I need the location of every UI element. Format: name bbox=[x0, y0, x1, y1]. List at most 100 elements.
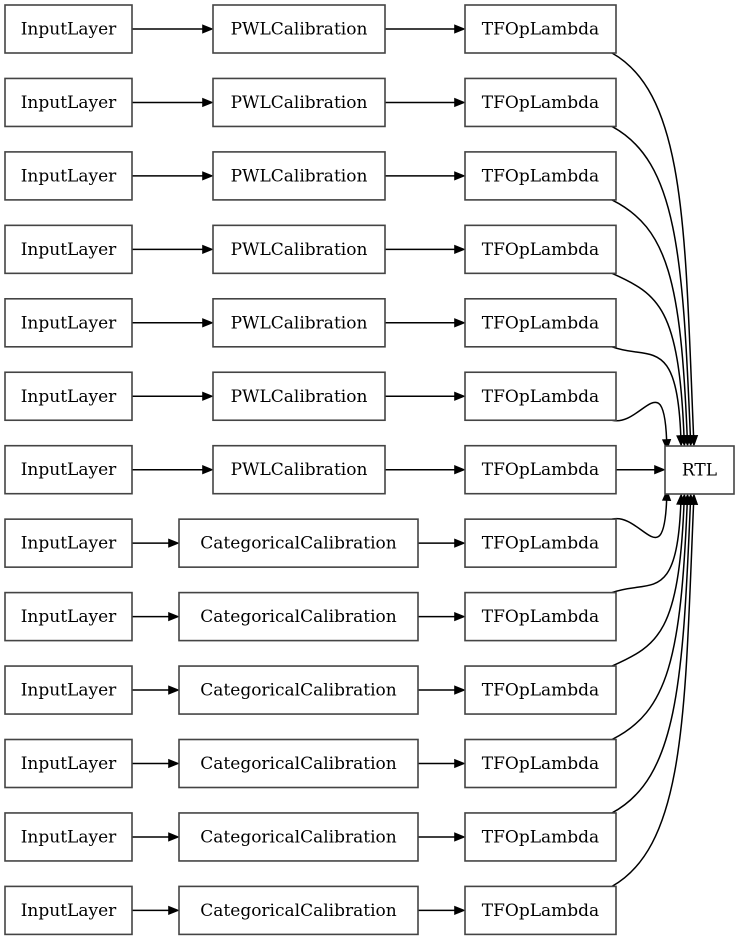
node-calibration-13-box[interactable] bbox=[178, 885, 419, 936]
edge-op-to-rtl-6[interactable] bbox=[611, 401, 672, 451]
node-tfoplambda-4[interactable]: TFOpLambda bbox=[464, 224, 617, 275]
edge-op-to-rtl-8[interactable] bbox=[611, 489, 672, 539]
node-calibration-3[interactable]: PWLCalibration bbox=[212, 151, 386, 201]
edge-input-to-calibration-7[interactable] bbox=[132, 465, 214, 475]
node-calibration-13[interactable]: CategoricalCalibration bbox=[178, 885, 419, 936]
node-calibration-7-box[interactable] bbox=[212, 444, 386, 495]
node-tfoplambda-11-box[interactable] bbox=[464, 738, 617, 789]
node-input-layer-9[interactable]: InputLayer bbox=[4, 591, 133, 642]
node-tfoplambda-12-box[interactable] bbox=[464, 812, 617, 862]
node-input-layer-7-box[interactable] bbox=[4, 444, 133, 495]
node-tfoplambda-11[interactable]: TFOpLambda bbox=[464, 738, 617, 789]
node-calibration-10[interactable]: CategoricalCalibration bbox=[178, 665, 419, 715]
node-tfoplambda-1-box[interactable] bbox=[464, 4, 617, 54]
node-calibration-8-box[interactable] bbox=[178, 518, 419, 568]
node-input-layer-1-box[interactable] bbox=[4, 4, 133, 54]
node-tfoplambda-13-box[interactable] bbox=[464, 885, 617, 936]
node-input-layer-4-box[interactable] bbox=[4, 224, 133, 275]
node-tfoplambda-9-box[interactable] bbox=[464, 591, 617, 642]
edge-op-to-rtl-6-hit[interactable] bbox=[612, 402, 667, 440]
node-calibration-12[interactable]: CategoricalCalibration bbox=[178, 812, 419, 862]
node-input-layer-8[interactable]: InputLayer bbox=[4, 518, 133, 568]
node-calibration-5-box[interactable] bbox=[212, 297, 386, 348]
node-tfoplambda-8[interactable]: TFOpLambda bbox=[464, 518, 617, 568]
node-calibration-6-box[interactable] bbox=[212, 371, 386, 422]
edge-input-to-calibration-11[interactable] bbox=[132, 758, 180, 769]
node-tfoplambda-4-box[interactable] bbox=[464, 224, 617, 275]
edge-input-to-calibration-1[interactable] bbox=[132, 24, 214, 34]
node-tfoplambda-13[interactable]: TFOpLambda bbox=[464, 885, 617, 936]
node-calibration-10-box[interactable] bbox=[178, 665, 419, 715]
node-tfoplambda-7-box[interactable] bbox=[464, 444, 617, 495]
node-tfoplambda-2-box[interactable] bbox=[464, 77, 617, 128]
node-input-layer-7[interactable]: InputLayer bbox=[4, 444, 133, 495]
edge-input-to-calibration-10[interactable] bbox=[132, 685, 180, 695]
node-tfoplambda-5-box[interactable] bbox=[464, 297, 617, 348]
node-input-layer-12-box[interactable] bbox=[4, 812, 133, 862]
node-calibration-3-box[interactable] bbox=[212, 151, 386, 201]
node-calibration-4-box[interactable] bbox=[212, 224, 386, 275]
node-tfoplambda-1[interactable]: TFOpLambda bbox=[464, 4, 617, 54]
node-calibration-5[interactable]: PWLCalibration bbox=[212, 297, 386, 348]
edge-input-to-calibration-6[interactable] bbox=[132, 391, 214, 401]
node-tfoplambda-10-box[interactable] bbox=[464, 665, 617, 715]
node-tfoplambda-6-box[interactable] bbox=[464, 371, 617, 422]
node-tfoplambda-6[interactable]: TFOpLambda bbox=[464, 371, 617, 422]
node-input-layer-5-box[interactable] bbox=[4, 297, 133, 348]
node-calibration-7[interactable]: PWLCalibration bbox=[212, 444, 386, 495]
node-input-layer-6-box[interactable] bbox=[4, 371, 133, 422]
node-tfoplambda-7[interactable]: TFOpLambda bbox=[464, 444, 617, 495]
node-input-layer-9-box[interactable] bbox=[4, 591, 133, 642]
node-calibration-12-box[interactable] bbox=[178, 812, 419, 862]
node-tfoplambda-12[interactable]: TFOpLambda bbox=[464, 812, 617, 862]
edge-calibration-to-op-5[interactable] bbox=[385, 318, 466, 328]
edge-input-to-calibration-5[interactable] bbox=[132, 318, 214, 328]
edge-calibration-to-op-1[interactable] bbox=[385, 24, 466, 34]
node-input-layer-2[interactable]: InputLayer bbox=[4, 77, 133, 128]
edge-calibration-to-op-7[interactable] bbox=[385, 465, 466, 475]
node-calibration-2[interactable]: PWLCalibration bbox=[212, 77, 386, 128]
node-calibration-1[interactable]: PWLCalibration bbox=[212, 4, 386, 54]
node-calibration-1-box[interactable] bbox=[212, 4, 386, 54]
node-input-layer-11-box[interactable] bbox=[4, 738, 133, 789]
edge-calibration-to-op-3[interactable] bbox=[385, 171, 466, 181]
edge-calibration-to-op-10[interactable] bbox=[418, 685, 466, 695]
node-input-layer-3-box[interactable] bbox=[4, 151, 133, 201]
node-input-layer-13-box[interactable] bbox=[4, 885, 133, 936]
node-input-layer-8-box[interactable] bbox=[4, 518, 133, 568]
node-calibration-2-box[interactable] bbox=[212, 77, 386, 128]
edge-op-to-rtl-5[interactable] bbox=[611, 346, 686, 447]
edge-calibration-to-op-4[interactable] bbox=[385, 244, 466, 254]
edge-input-to-calibration-2[interactable] bbox=[132, 97, 214, 108]
node-input-layer-11[interactable]: InputLayer bbox=[4, 738, 133, 789]
edge-calibration-to-op-2[interactable] bbox=[385, 97, 466, 108]
node-tfoplambda-3[interactable]: TFOpLambda bbox=[464, 151, 617, 201]
node-input-layer-3[interactable]: InputLayer bbox=[4, 151, 133, 201]
node-tfoplambda-2[interactable]: TFOpLambda bbox=[464, 77, 617, 128]
node-tfoplambda-5[interactable]: TFOpLambda bbox=[464, 297, 617, 348]
node-input-layer-1[interactable]: InputLayer bbox=[4, 4, 133, 54]
node-input-layer-6[interactable]: InputLayer bbox=[4, 371, 133, 422]
edge-input-to-calibration-12[interactable] bbox=[132, 832, 180, 842]
node-tfoplambda-9[interactable]: TFOpLambda bbox=[464, 591, 617, 642]
edge-op-to-rtl-13[interactable] bbox=[611, 493, 699, 888]
node-input-layer-2-box[interactable] bbox=[4, 77, 133, 128]
node-tfoplambda-3-box[interactable] bbox=[464, 151, 617, 201]
edge-calibration-to-op-6[interactable] bbox=[385, 391, 466, 401]
node-input-layer-10-box[interactable] bbox=[4, 665, 133, 715]
edge-input-to-calibration-9[interactable] bbox=[132, 611, 180, 622]
node-tfoplambda-8-box[interactable] bbox=[464, 518, 617, 568]
edge-calibration-to-op-11[interactable] bbox=[418, 758, 466, 769]
node-input-layer-13[interactable]: InputLayer bbox=[4, 885, 133, 936]
node-tfoplambda-10[interactable]: TFOpLambda bbox=[464, 665, 617, 715]
edge-op-to-rtl-8-hit[interactable] bbox=[612, 499, 667, 537]
edge-input-to-calibration-13[interactable] bbox=[132, 905, 180, 916]
node-input-layer-12[interactable]: InputLayer bbox=[4, 812, 133, 862]
edge-calibration-to-op-13[interactable] bbox=[418, 905, 466, 916]
node-input-layer-4[interactable]: InputLayer bbox=[4, 224, 133, 275]
edge-op-to-rtl-7[interactable] bbox=[616, 465, 666, 475]
node-calibration-9[interactable]: CategoricalCalibration bbox=[178, 591, 419, 642]
edge-input-to-calibration-8[interactable] bbox=[132, 538, 180, 548]
node-calibration-8[interactable]: CategoricalCalibration bbox=[178, 518, 419, 568]
edge-input-to-calibration-4[interactable] bbox=[132, 244, 214, 254]
